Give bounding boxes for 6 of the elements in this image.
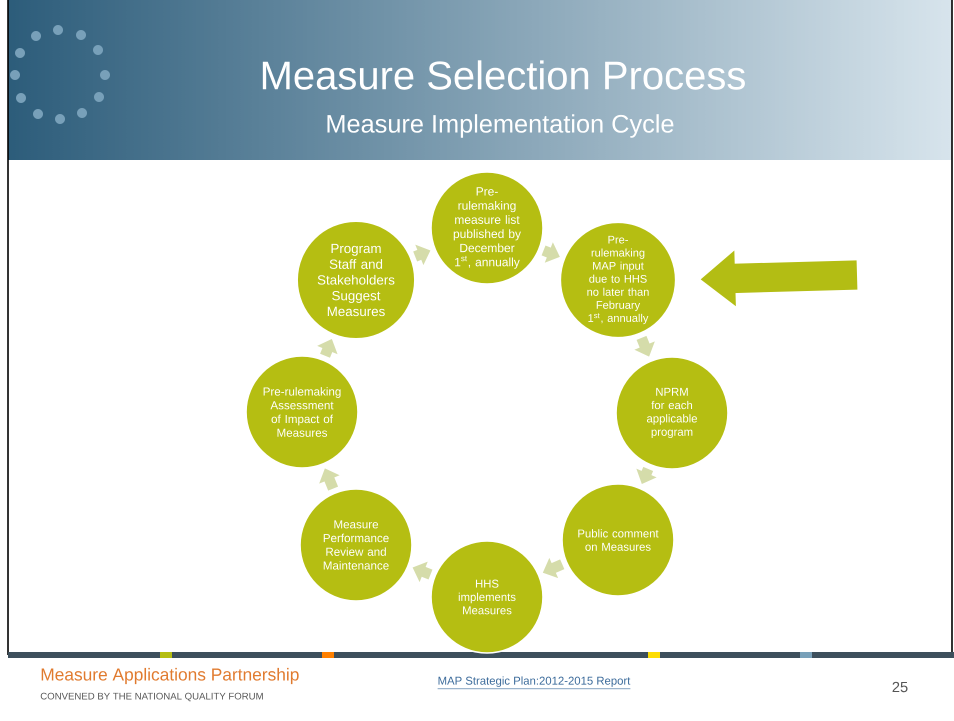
tagline: CONVENED BY THE NATIONAL QUALITY FORUM xyxy=(40,692,263,702)
report-link: MAP Strategic Plan:2012-2015 Report xyxy=(437,676,631,690)
page-number: 25 xyxy=(892,682,908,692)
subtitle: Measure Implementation Cycle xyxy=(327,114,674,138)
title: Measure Selection Process xyxy=(262,60,745,90)
program-name: Measure Applications Partnership xyxy=(42,668,299,684)
